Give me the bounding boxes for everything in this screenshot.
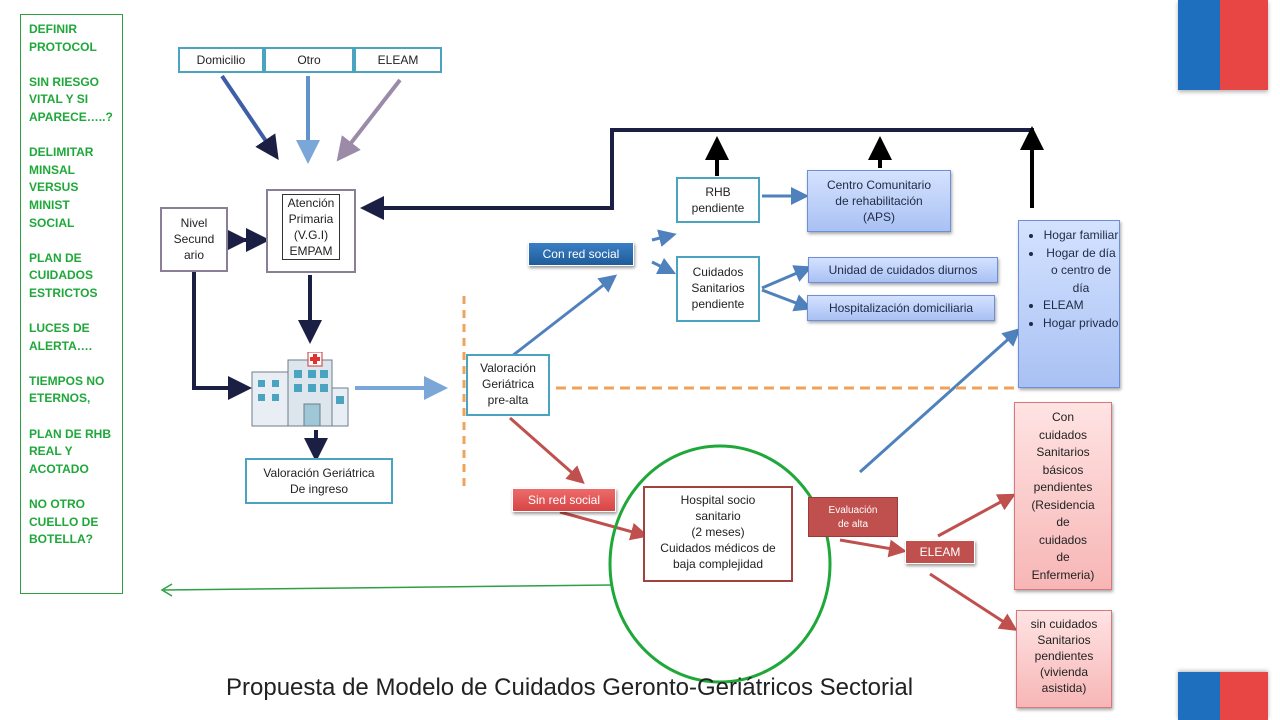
arrow-prealta-con — [511, 274, 618, 358]
hospital-socio-box: Hospital socio sanitario (2 meses) Cuida… — [643, 486, 793, 582]
arrow-domicilio — [220, 74, 279, 160]
con-cuidados-box: Con cuidados Sanitarios básicos pendient… — [1014, 402, 1112, 590]
hosp-domiciliaria-box: Hospitalización domiciliaria — [807, 295, 995, 321]
destino-item: ELEAM — [1043, 297, 1119, 315]
arrow-con-cuidados — [651, 257, 677, 275]
source-eleam: ELEAM — [354, 47, 442, 73]
sin-cuidados-box: sin cuidados Sanitarios pendientes (vivi… — [1016, 610, 1112, 708]
chile-flag-icon — [1178, 0, 1268, 90]
source-otro: Otro — [264, 47, 354, 73]
arrow-cuidados-diurnos — [761, 265, 813, 290]
hospital-building-icon — [251, 352, 349, 427]
atencion-primaria-label: Atención Primaria (V.G.I) EMPAM — [282, 194, 340, 260]
con-red-social-tag: Con red social — [528, 242, 634, 266]
unidad-diurnos-box: Unidad de cuidados diurnos — [808, 257, 998, 283]
evaluacion-alta-box: Evaluación de alta — [808, 497, 898, 537]
destino-item: Hogar privado — [1043, 315, 1119, 333]
highlight-ellipse — [608, 444, 832, 684]
nivel-secundario-box: Nivel Secund ario — [160, 207, 228, 272]
arrow-eleam-con — [937, 493, 1016, 538]
centro-comunitario-box: Centro Comunitario de rehabilitación (AP… — [807, 170, 951, 232]
destinos-list: Hogar familiar Hogar de día o centro de … — [1019, 227, 1119, 333]
arrow-hospital-hogar — [858, 327, 1021, 474]
green-arrowhead — [160, 583, 173, 597]
return-line — [360, 128, 1034, 220]
chile-flag-icon — [1178, 672, 1268, 720]
arrow-eleam — [336, 78, 402, 162]
sin-red-social-tag: Sin red social — [512, 488, 616, 512]
arrow-evaluacion-eleam — [839, 538, 907, 558]
cuidados-pendiente-box: Cuidados Sanitarios pendiente — [676, 256, 760, 322]
valoracion-prealta-box: Valoración Geriátrica pre-alta — [466, 354, 550, 416]
source-domicilio: Domicilio — [178, 47, 264, 73]
arrow-eleam-sin — [929, 572, 1018, 631]
rhb-pendiente-box: RHB pendiente — [676, 177, 760, 223]
atencion-primaria-box: Atención Primaria (V.G.I) EMPAM — [266, 189, 356, 273]
arrow-sin-hospital — [559, 510, 649, 541]
notes-panel: DEFINIR PROTOCOL SIN RIESGO VITAL Y SI A… — [20, 14, 123, 594]
arrow-con-rhb — [651, 229, 677, 247]
arrow-prealta-sin — [509, 416, 585, 484]
destinos-box: Hogar familiar Hogar de día o centro de … — [1018, 220, 1120, 388]
valoracion-ingreso-box: Valoración Geriátrica De ingreso — [245, 458, 393, 504]
arrow-cuidados-domic — [761, 288, 813, 312]
destino-item: Hogar familiar — [1043, 227, 1119, 245]
destino-item: Hogar de día o centro de día — [1043, 245, 1119, 298]
footer-title: Propuesta de Modelo de Cuidados Geronto-… — [226, 674, 914, 701]
eleam-tag: ELEAM — [905, 540, 975, 564]
arrow-nivel-hospital — [192, 272, 252, 400]
green-return-line — [163, 584, 613, 591]
